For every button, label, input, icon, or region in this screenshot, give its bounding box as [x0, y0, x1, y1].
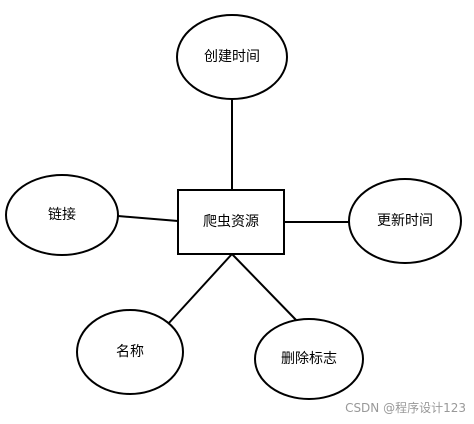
attribute-created-time: 创建时间 — [176, 14, 288, 100]
attribute-link-label: 链接 — [48, 206, 76, 223]
attribute-created-time-label: 创建时间 — [204, 49, 260, 65]
attribute-deleted-flag-label: 删除标志 — [281, 351, 337, 367]
connector-deleted-flag — [231, 253, 299, 323]
entity-label: 爬虫资源 — [203, 214, 259, 230]
csdn-watermark: CSDN @程序设计123 — [345, 401, 466, 415]
attribute-name: 名称 — [76, 309, 184, 395]
attribute-deleted-flag: 删除标志 — [254, 318, 364, 400]
connector-link — [117, 215, 179, 222]
connector-name — [167, 253, 233, 325]
attribute-name-label: 名称 — [116, 344, 144, 360]
attribute-link: 链接 — [5, 174, 119, 256]
entity-crawler-resource: 爬虫资源 — [177, 189, 285, 255]
attribute-updated-time-label: 更新时间 — [377, 213, 433, 229]
attribute-updated-time: 更新时间 — [348, 178, 462, 264]
